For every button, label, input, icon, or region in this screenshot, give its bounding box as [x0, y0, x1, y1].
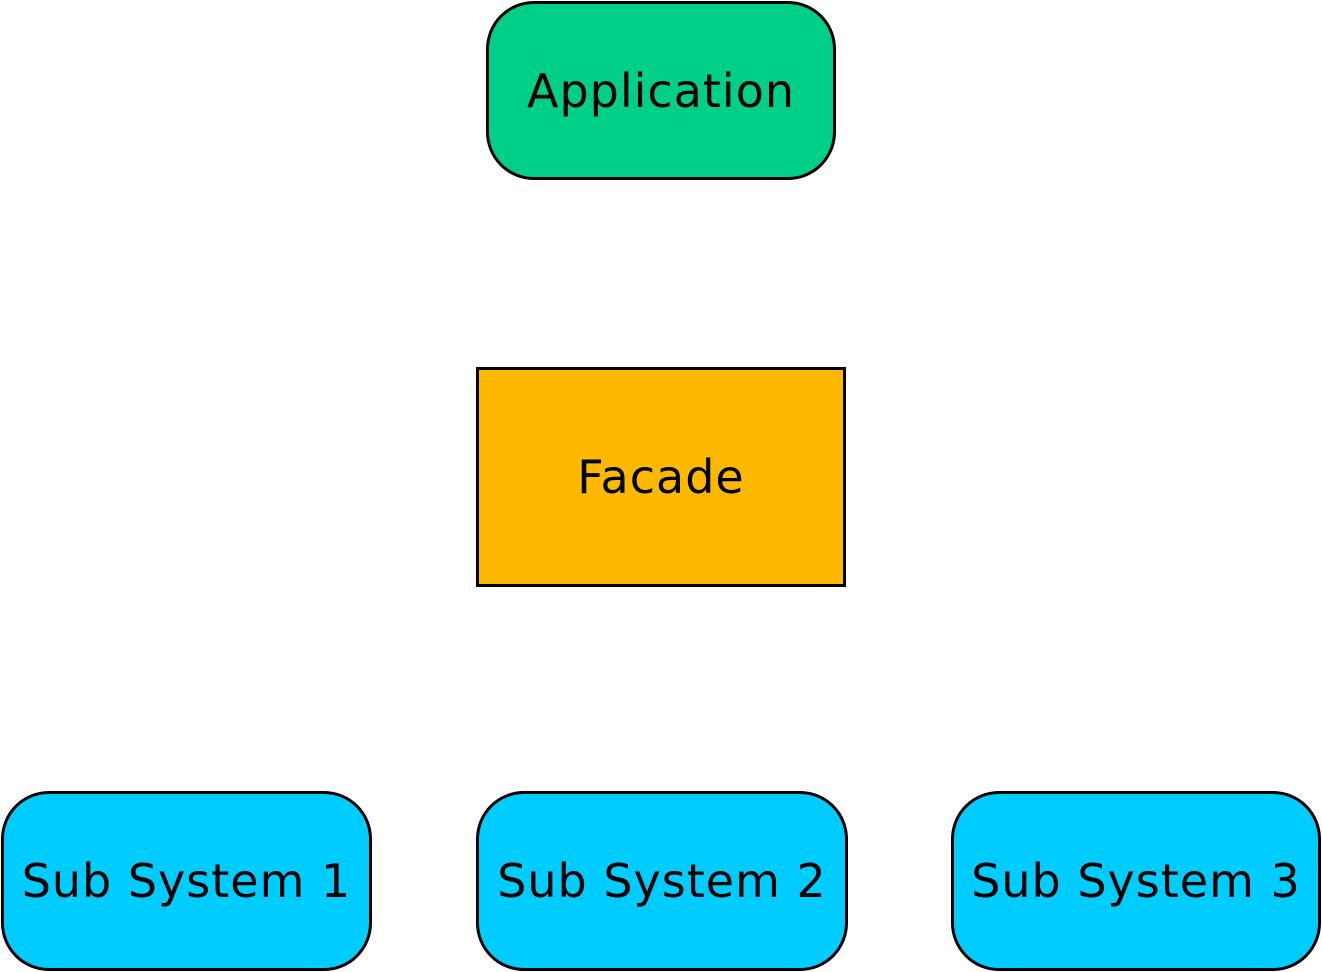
application-node: Application — [486, 1, 836, 180]
facade-node: Facade — [476, 367, 846, 587]
subsystem-2-label: Sub System 2 — [497, 854, 827, 908]
subsystem-3-label: Sub System 3 — [971, 854, 1301, 908]
subsystem-3-node: Sub System 3 — [951, 791, 1321, 971]
subsystem-1-node: Sub System 1 — [1, 791, 372, 971]
subsystem-1-label: Sub System 1 — [21, 854, 352, 908]
facade-label: Facade — [577, 450, 745, 504]
application-label: Application — [526, 63, 796, 118]
subsystem-2-node: Sub System 2 — [476, 791, 848, 971]
